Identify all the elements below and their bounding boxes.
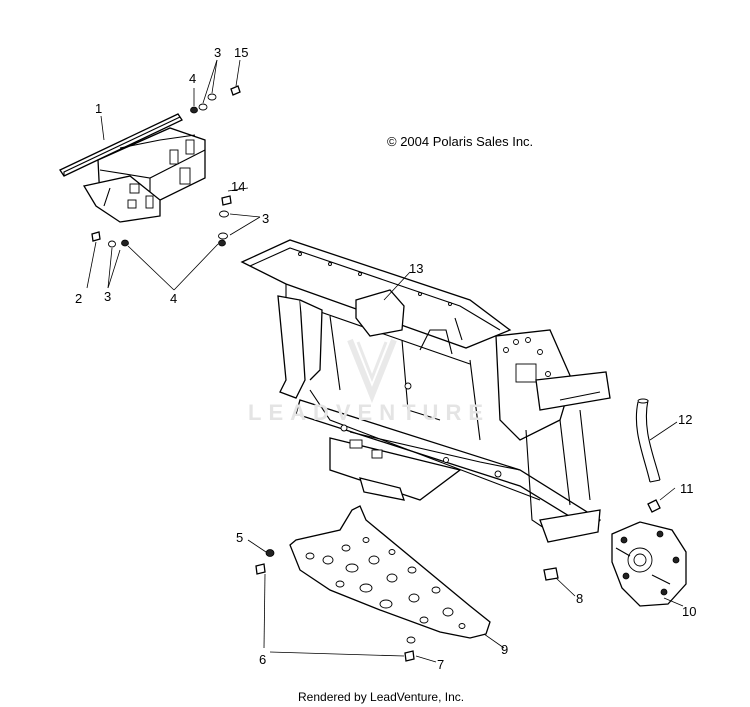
callout-14: 14 <box>231 179 246 194</box>
callout-3-top: 3 <box>214 45 222 60</box>
copyright-notice: © 2004 Polaris Sales Inc. <box>387 134 534 149</box>
front-rack-assembly <box>59 113 206 223</box>
main-frame <box>240 239 611 543</box>
callout-13: 13 <box>409 261 424 276</box>
clamp <box>647 499 661 513</box>
rack-hardware <box>91 85 241 248</box>
skid-plate <box>289 505 491 639</box>
callout-12: 12 <box>678 412 693 427</box>
callout-1: 1 <box>95 101 103 116</box>
watermark-logo <box>347 338 397 404</box>
gear-case <box>611 521 687 607</box>
callout-15: 15 <box>234 45 249 60</box>
watermark-text: LEADVENTURE <box>248 400 491 425</box>
footer-credit: Rendered by LeadVenture, Inc. <box>298 690 465 704</box>
callout-6: 6 <box>259 652 267 667</box>
callout-3-left: 3 <box>104 289 112 304</box>
callout-10: 10 <box>682 604 697 619</box>
callout-4-top: 4 <box>189 71 197 86</box>
callout-9: 8 <box>576 591 584 606</box>
callout-4-left: 4 <box>170 291 178 306</box>
leader-lines <box>86 59 684 663</box>
skid-plate-hardware <box>255 549 559 662</box>
callout-11: 11 <box>680 481 694 496</box>
callout-2-left: 2 <box>75 291 83 306</box>
callout-3-right: 3 <box>262 211 270 226</box>
callout-7: 7 <box>437 657 445 672</box>
callout-8: 9 <box>501 642 509 657</box>
vent-hose <box>635 398 661 483</box>
callout-5: 5 <box>236 530 244 545</box>
